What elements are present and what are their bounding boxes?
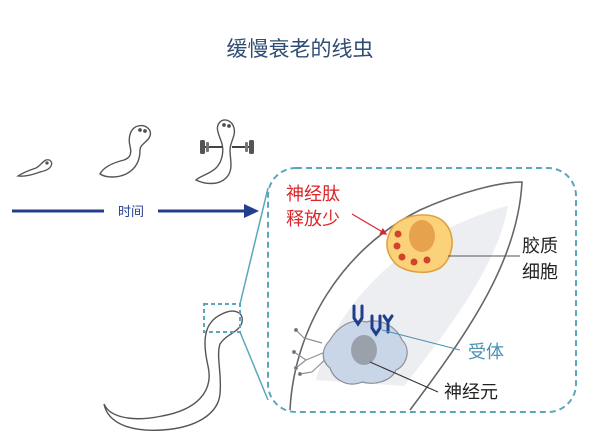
leader-neuron: [369, 361, 439, 393]
leader-receptor: [381, 329, 461, 351]
time-arrow: [12, 204, 259, 218]
zoom-source-box: [203, 303, 241, 333]
label-glia-1: 胶质: [522, 236, 558, 257]
receptor-icon: [352, 304, 364, 327]
label-neuron: 神经元: [444, 382, 498, 403]
receptor-marks: [352, 304, 394, 337]
glia-granule: [398, 253, 406, 261]
glia-granule: [393, 242, 401, 250]
worm-large-outline: [103, 310, 243, 431]
glia-granule: [410, 258, 418, 266]
zoom-connector-top: [239, 187, 269, 305]
worm-adult: [99, 124, 152, 178]
label-neuropeptide-1: 神经肽: [286, 184, 340, 205]
worm-body-section: [289, 181, 523, 411]
worm-old-with-dumbbells: [194, 119, 254, 185]
neuron-cell: [291, 320, 408, 385]
label-glia-2: 细胞: [522, 262, 558, 283]
label-receptor: 受体: [468, 342, 504, 363]
time-label: 时间: [118, 205, 144, 220]
worm-young: [16, 159, 53, 177]
glia-granule: [423, 256, 431, 264]
zoom-connector-bottom: [239, 331, 269, 401]
glia-granule: [394, 230, 402, 238]
glial-cell: [386, 214, 453, 274]
label-neuropeptide-2: 释放少: [286, 209, 340, 230]
diagram-title: 缓慢衰老的线虫: [227, 37, 374, 61]
arrow-neuropeptide: [351, 213, 388, 235]
receptor-icon: [370, 314, 382, 337]
